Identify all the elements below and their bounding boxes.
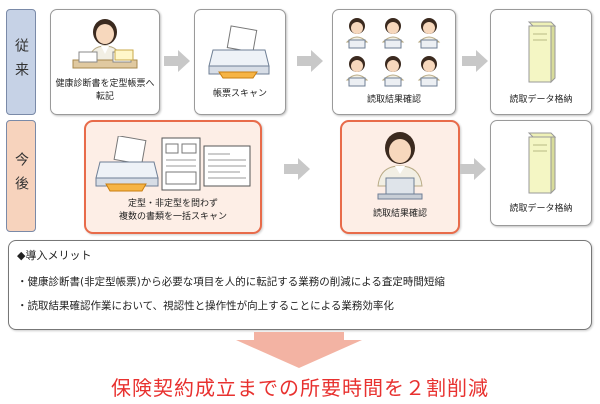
before-step-scan-caption: 帳票スキャン [212,89,267,99]
after-label: 今後 [6,120,36,232]
before-step-transcribe-caption: 健康診断書を定型帳票へ転記 [55,79,155,102]
after-step-verify-caption: 読取結果確認 [372,209,427,219]
before-label: 従来 [6,9,36,115]
staff-at-computer-icon [377,132,423,200]
flow-arrow-icon [462,50,488,72]
before-label-text: 従来 [13,38,29,86]
before-step-verify-caption: 読取結果確認 [366,95,421,105]
result-text: 保険契約成立までの所要時間を２割削減 [111,376,489,400]
server-icon [527,21,557,84]
server-icon [527,132,557,195]
before-step-store: 読取データ格納 [490,9,592,115]
multiple-staff-icon [345,18,441,87]
after-step-verify: 読取結果確認 [340,120,460,234]
merit-item: ・読取結果確認作業において、視認性と操作性が向上することによる業務効率化 [17,300,394,312]
flow-arrow-icon [284,158,310,180]
before-step-scan: 帳票スキャン [194,9,286,115]
merits-box: ◆導入メリット ・健康診断書(非定型帳票)から必要な項目を人的に転記する業務の削… [8,240,592,330]
documents-icon [161,137,251,191]
merit-item: ・健康診断書(非定型帳票)から必要な項目を人的に転記する業務の削減による査定時間… [17,276,445,288]
after-label-text: 今後 [13,152,29,200]
before-step-verify: 読取結果確認 [332,9,456,115]
flow-arrow-icon [164,50,190,72]
flow-arrow-icon [460,158,486,180]
after-step-batch-scan-caption-2: 複数の書類を一括スキャン [118,212,227,222]
clerk-writing-icon [72,19,138,69]
before-step-transcribe: 健康診断書を定型帳票へ転記 [50,9,160,115]
after-step-store-caption: 読取データ格納 [509,204,573,214]
scanner-icon [208,25,270,79]
big-down-arrow-icon [236,332,362,372]
after-step-batch-scan: 定型・非定型を問わず 複数の書類を一括スキャン [84,120,262,234]
after-step-store: 読取データ格納 [490,120,592,226]
merits-heading: ◆導入メリット [17,249,92,262]
scanner-icon [95,136,159,192]
before-step-store-caption: 読取データ格納 [509,95,573,105]
after-step-batch-scan-caption-1: 定型・非定型を問わず [127,199,218,209]
flow-arrow-icon [297,50,323,72]
